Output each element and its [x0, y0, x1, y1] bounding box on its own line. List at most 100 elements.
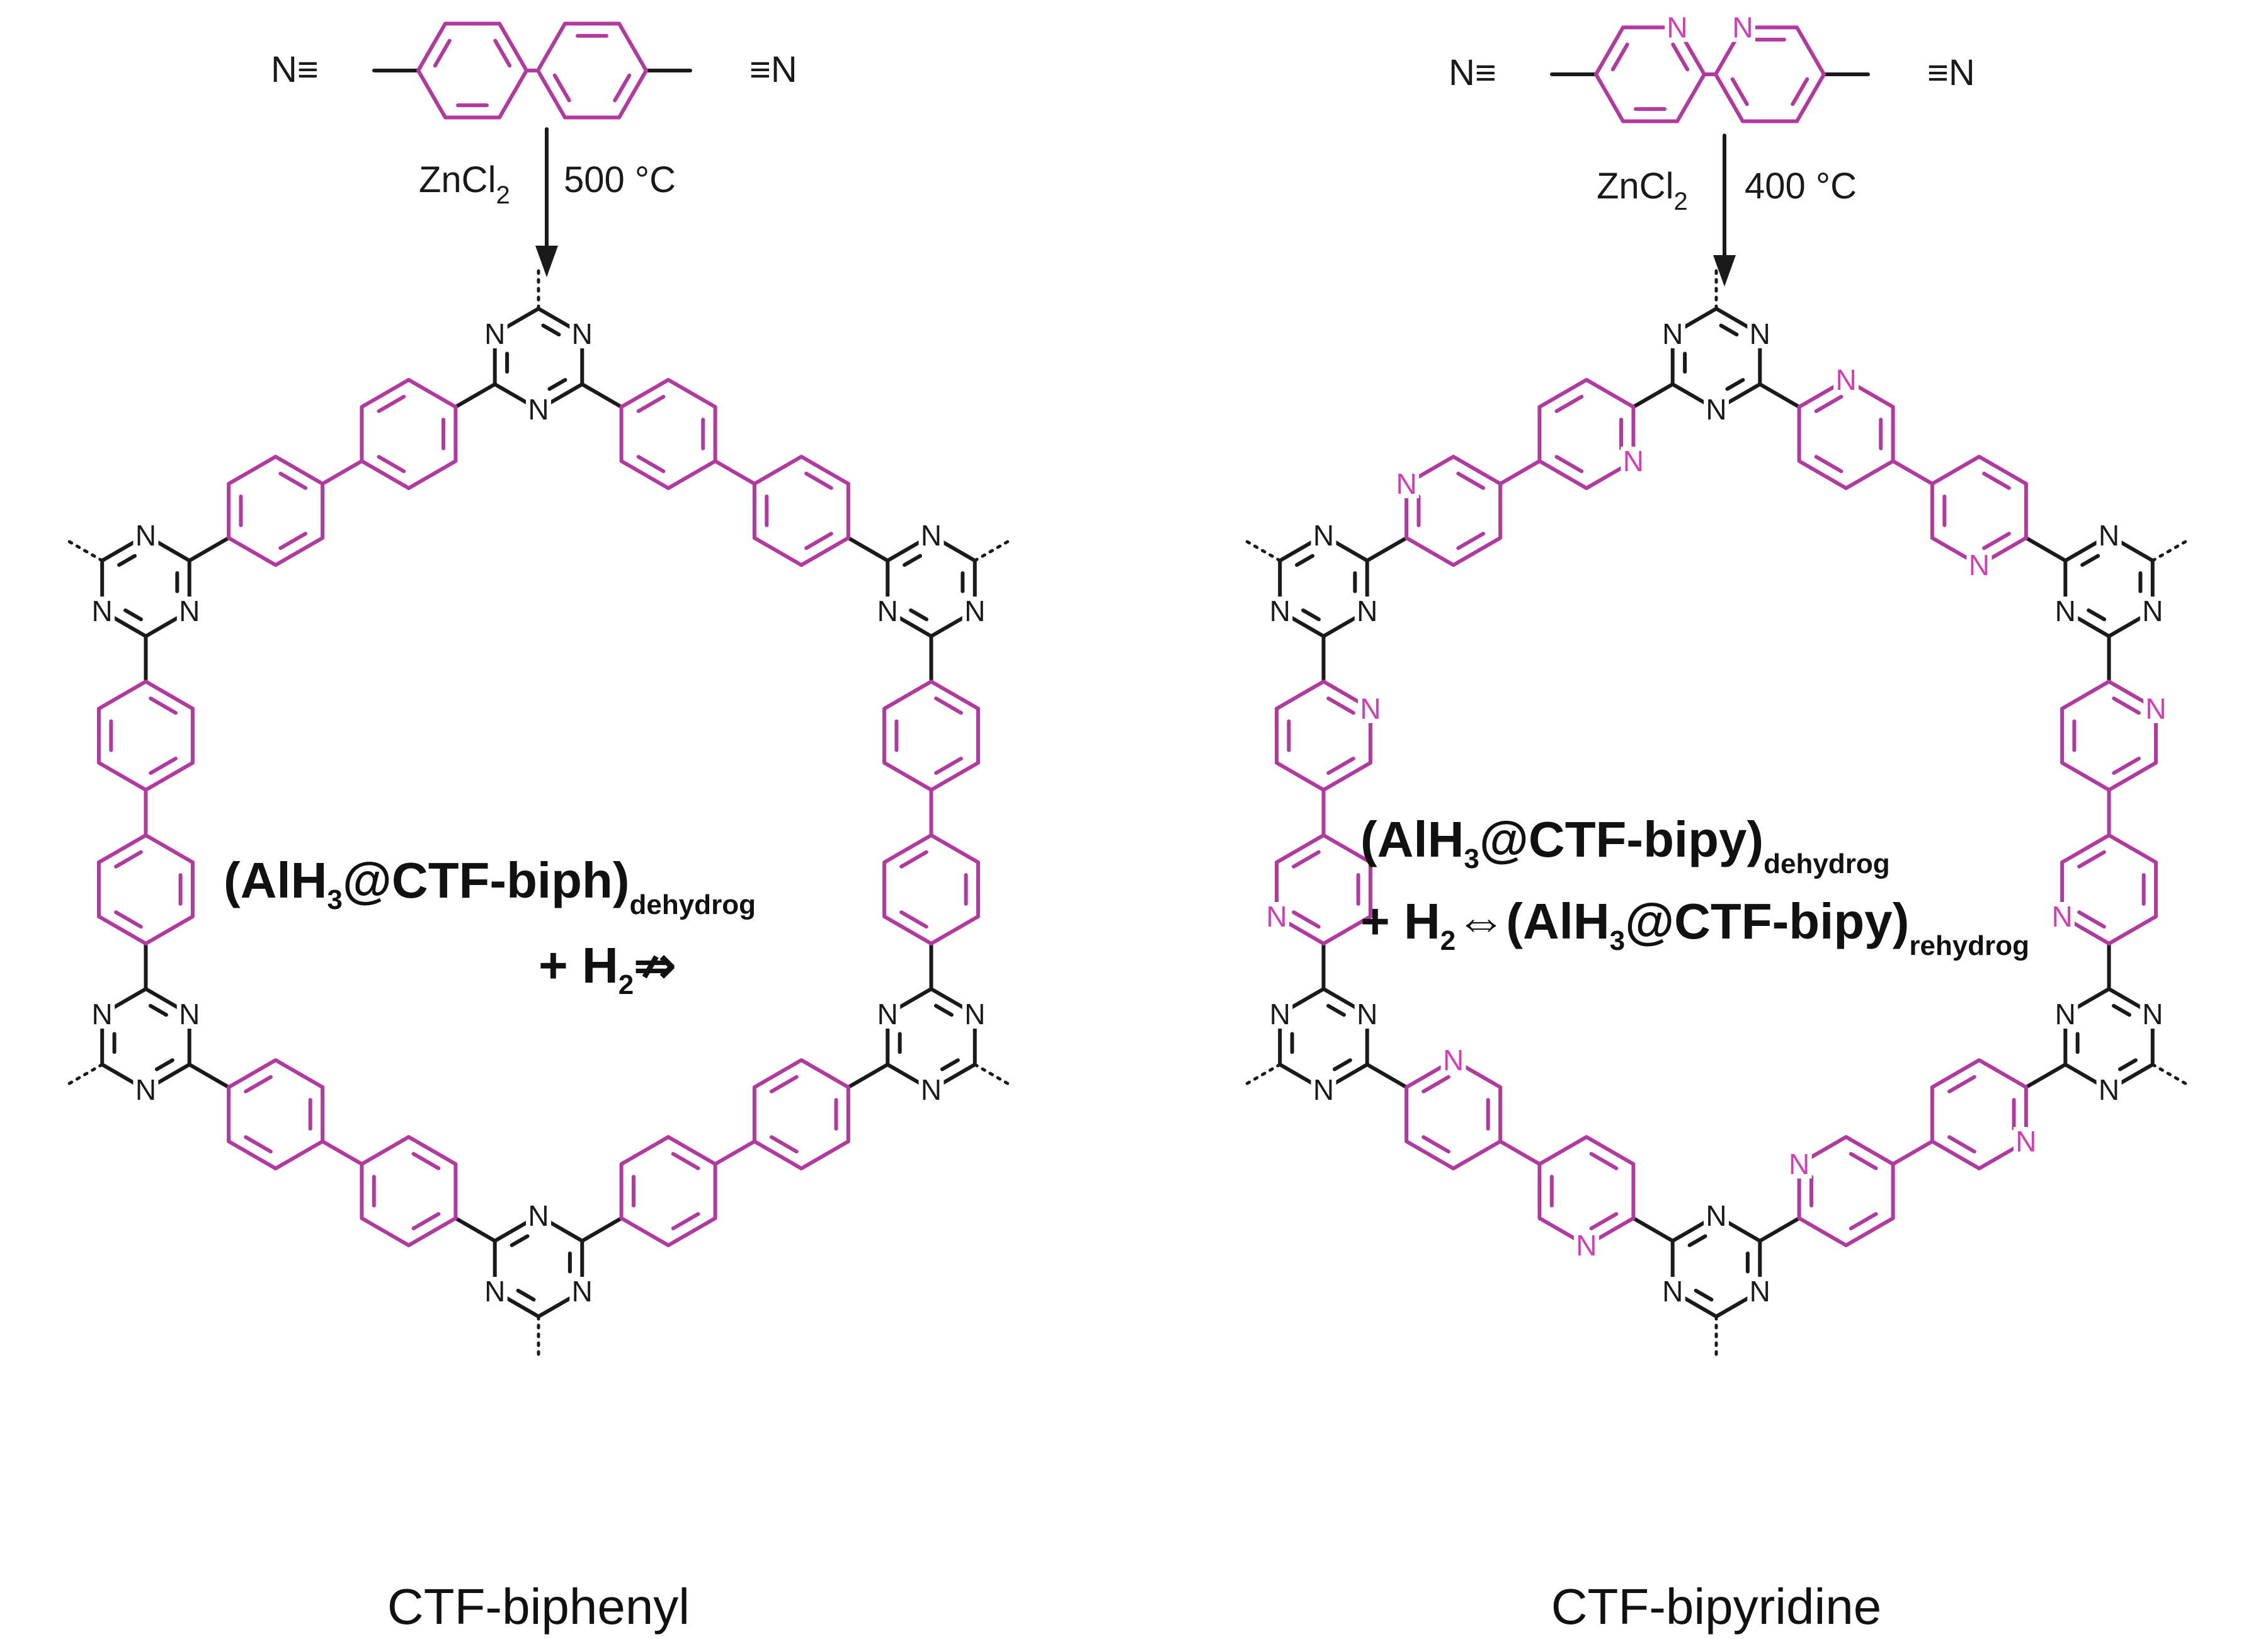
left-ctf-linker-4-ring-a-double-bond-2	[114, 850, 143, 869]
left-ctf-link-bond-b-2	[580, 1216, 624, 1243]
left-ctf-triazine-1-nitrogen-3-mask	[875, 597, 901, 625]
right-ctf-triazine-4-nitrogen-1-mask	[1267, 1000, 1293, 1029]
right-ctf-linker-3-ring-b-double-bond-1	[1422, 1075, 1450, 1094]
right-ctf-biaryl-bond-5	[1498, 459, 1542, 486]
right-ctf-triazine-2-nitrogen-1-mask	[2096, 1075, 2122, 1104]
left-ctf-linker-4-ring-a	[97, 833, 195, 945]
right-ctf-triazine-4-nitrogen-5-mask	[1311, 1075, 1336, 1104]
right-ctf-triazine-2-double-bond-0	[2117, 1058, 2138, 1071]
right-ctf-triazine-1-nitrogen-5-mask	[2096, 521, 2122, 550]
right-reaction-arrow-head	[1713, 255, 1736, 287]
right-ctf-linker-4-ring-b-nitrogen-mask	[1357, 694, 1383, 723]
right-ctf-link-bond-a-0	[1758, 382, 1801, 409]
right-ctf-linker-3-ring-a-nitrogen-mask	[1573, 1231, 1599, 1260]
left-ctf-triazine-5-nitrogen-1: N	[135, 519, 156, 552]
left-reagent: ZnCl2	[419, 159, 510, 209]
right-ctf-triazine-2-nitrogen-5-mask	[2140, 1000, 2165, 1029]
right-ctf-triazine-0-nitrogen-3: N	[1706, 393, 1726, 426]
left-ctf-linker-0-ring-a-double-bond-0	[636, 455, 666, 474]
left-ctf-triazine-5-double-bond-2	[123, 608, 143, 622]
right-ctf-linker-1-ring-b-double-bond-1	[2077, 910, 2106, 929]
right-precursor-ring-a-nitrogen: N	[1667, 11, 1687, 44]
right-ctf-linker-5-ring-b-double-bond-2	[1554, 455, 1584, 474]
left-ctf-linker-1-ring-b-double-bond-1	[899, 910, 928, 929]
left-ctf-linker-3-ring-b-double-bond-1	[244, 1075, 273, 1094]
left-ctf-linker-3-ring-a-double-bond-1	[411, 1212, 441, 1231]
right-ctf-linker-5-ring-a-double-bond-2	[1456, 471, 1485, 490]
right-ctf-linker-2-ring-a-nitrogen: N	[2015, 1125, 2036, 1158]
left-ctf-link-bond-a-5	[187, 536, 231, 563]
right-ctf-linker-4-ring-a-nitrogen: N	[1266, 900, 1287, 933]
left-ctf-linker-1-ring-b-double-bond-2	[899, 850, 928, 869]
right-ctf-link-bond-a-3	[1631, 1216, 1675, 1243]
right-ctf-linker-3-ring-a-double-bond-1	[1589, 1212, 1619, 1231]
left-ctf-linker-5-ring-b	[360, 378, 458, 490]
right-ctf-linker-4-ring-b-double-bond-1	[1326, 696, 1355, 715]
right-precursor-ring-b-double-bond-2	[1730, 77, 1749, 106]
left-ctf-linker-1-ring-a-double-bond-2	[934, 757, 963, 775]
right-ctf-triazine-3-nitrogen-5: N	[1750, 1275, 1770, 1308]
right-ctf-link-bond-b-0	[2024, 536, 2068, 563]
left-ctf-link-bond-a-3	[453, 1216, 497, 1243]
left-ctf-linker-5-ring-a-double-bond-2	[278, 471, 307, 490]
right-ctf-triazine-2-nitrogen-3: N	[2055, 998, 2076, 1031]
right-ctf-linker-0-ring-b-nitrogen: N	[1969, 549, 1990, 581]
right-ctf-linker-2-ring-a-double-bond-2	[1947, 1135, 1976, 1154]
right-ctf-linker-3-ring-b-double-bond-0	[1422, 1135, 1450, 1154]
right-ctf-linker-2-ring-a-double-bond-0	[1947, 1075, 1976, 1094]
right-ctf-triazine-5-nitrogen-3-mask	[1354, 597, 1380, 625]
right-ctf-triazine-5-nitrogen-5-mask	[1267, 597, 1293, 625]
left-ctf-triazine-0-nitrogen-3-mask	[526, 395, 551, 424]
right-ctf-triazine-2-nitrogen-1: N	[2099, 1073, 2119, 1106]
left-ctf-link-bond-a-2	[846, 1063, 890, 1089]
right-precursor-ring-a-double-bond-2	[1671, 42, 1690, 72]
right-ctf-triazine-5-nitrogen-1: N	[1313, 519, 1334, 552]
left-ctf-triazine-2-double-bond-2	[934, 1003, 954, 1017]
left-ctf-triazine-0-nitrogen-5: N	[484, 317, 505, 350]
right-ctf-linker-2-ring-a-nitrogen-mask	[2013, 1127, 2039, 1156]
left-ctf-triazine-2-nitrogen-5-mask	[962, 1000, 988, 1029]
right-precursor-nitrile-left: N≡	[1449, 52, 1496, 93]
right-ctf-triazine-5-nitrogen-1-mask	[1311, 521, 1336, 550]
right-ctf-triazine-3-double-bond-0	[1694, 1288, 1714, 1302]
right-ctf-linker-5-ring-b-double-bond-0	[1554, 394, 1584, 413]
right-ctf-triazine-0-nitrogen-5: N	[1662, 317, 1683, 350]
right-ctf-linker-0-ring-a-double-bond-1	[1814, 394, 1843, 413]
left-ctf-linker-0-ring-a-double-bond-1	[636, 394, 666, 413]
left-ctf-triazine-0-nitrogen-5-mask	[482, 319, 508, 348]
right-ctf-triazine-3-nitrogen-3: N	[1706, 1199, 1726, 1232]
left-ctf-linker-2-ring-b-double-bond-2	[671, 1151, 700, 1170]
left-ctf-triazine-5-nitrogen-1-mask	[133, 521, 159, 550]
right-ctf-linker-1-ring-b	[2060, 833, 2158, 945]
left-ctf-triazine-1-nitrogen-1: N	[964, 595, 985, 627]
left-ctf-linker-4-ring-b-double-bond-2	[149, 757, 178, 775]
left-ctf-link-bond-b-0	[846, 536, 890, 563]
left-ctf-triazine-0-nitrogen-1: N	[572, 317, 593, 350]
right-ctf-triazine-2-double-bond-2	[2112, 1003, 2131, 1017]
right-precursor-ring-b-double-bond-1	[1791, 77, 1809, 106]
left-caption: CTF-biphenyl	[387, 1579, 690, 1635]
right-ctf-triazine-0-nitrogen-1-mask	[1747, 319, 1773, 348]
left-precursor-ring-b	[536, 21, 648, 120]
right-ctf-linker-4-ring-a	[1275, 833, 1372, 945]
right-ctf-link-bond-a-5	[1365, 536, 1409, 563]
left-ctf-biaryl-bond-5	[321, 459, 364, 486]
left-ctf-triazine-0-nitrogen-3: N	[528, 393, 549, 426]
left-ctf-triazine-1-nitrogen-5: N	[921, 519, 942, 552]
left-ctf-triazine-3-nitrogen-5-mask	[569, 1277, 595, 1306]
right-ctf-triazine-4-nitrogen-1: N	[1270, 998, 1291, 1031]
right-ctf-link-bond-b-3	[1365, 1063, 1409, 1089]
left-precursor-ring-b-double-bond-1	[613, 73, 632, 103]
left-ctf-triazine-3-nitrogen-3-mask	[526, 1201, 551, 1230]
right-ctf-linker-5-ring-a-double-bond-0	[1456, 532, 1485, 551]
right-ctf-linker-0-ring-b-nitrogen-mask	[1966, 551, 1992, 580]
left-ctf-triazine-2-nitrogen-3-mask	[875, 1000, 901, 1029]
left-precursor-ring-a	[416, 21, 528, 120]
right-ctf-linker-0-ring-a-nitrogen-mask	[1833, 365, 1859, 394]
left-ctf-triazine-1-nitrogen-3: N	[877, 595, 898, 627]
right-ctf-linker-4-ring-a-double-bond-2	[1292, 850, 1321, 869]
right-equation-line2: + H2⇔(AlH3@CTF-bipy)rehydrog	[1360, 893, 2029, 961]
right-ctf-triazine-4-nitrogen-3: N	[1357, 998, 1377, 1031]
right-ctf-triazine-0-double-bond-1	[1725, 378, 1745, 391]
